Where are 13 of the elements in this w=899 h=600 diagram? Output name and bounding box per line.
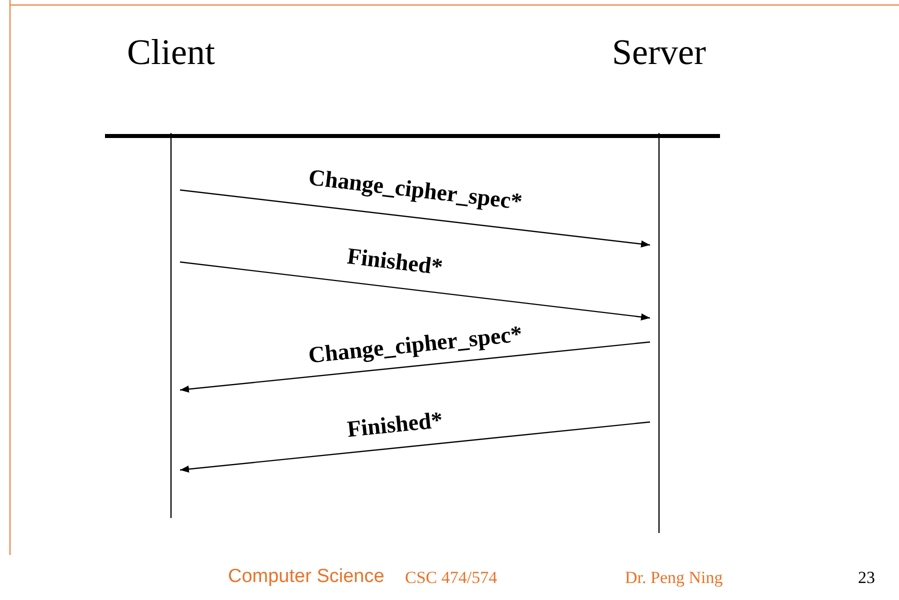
edge-label: Change_cipher_spec*	[306, 321, 523, 369]
page-number: 23	[858, 568, 875, 588]
message-arrow	[180, 261, 650, 320]
message-arrow	[180, 341, 650, 393]
edge-label: Finished*	[346, 243, 444, 281]
footer-text: Dr. Peng Ning	[625, 568, 723, 588]
participant-name: Server	[611, 32, 707, 72]
participant-name: Client	[126, 32, 216, 72]
footer-text: CSC 474/574	[405, 568, 498, 588]
message-arrow	[180, 189, 650, 248]
edge-label: Finished*	[346, 407, 444, 443]
footer-text: Computer Science	[228, 566, 384, 588]
message-arrow	[180, 421, 650, 473]
